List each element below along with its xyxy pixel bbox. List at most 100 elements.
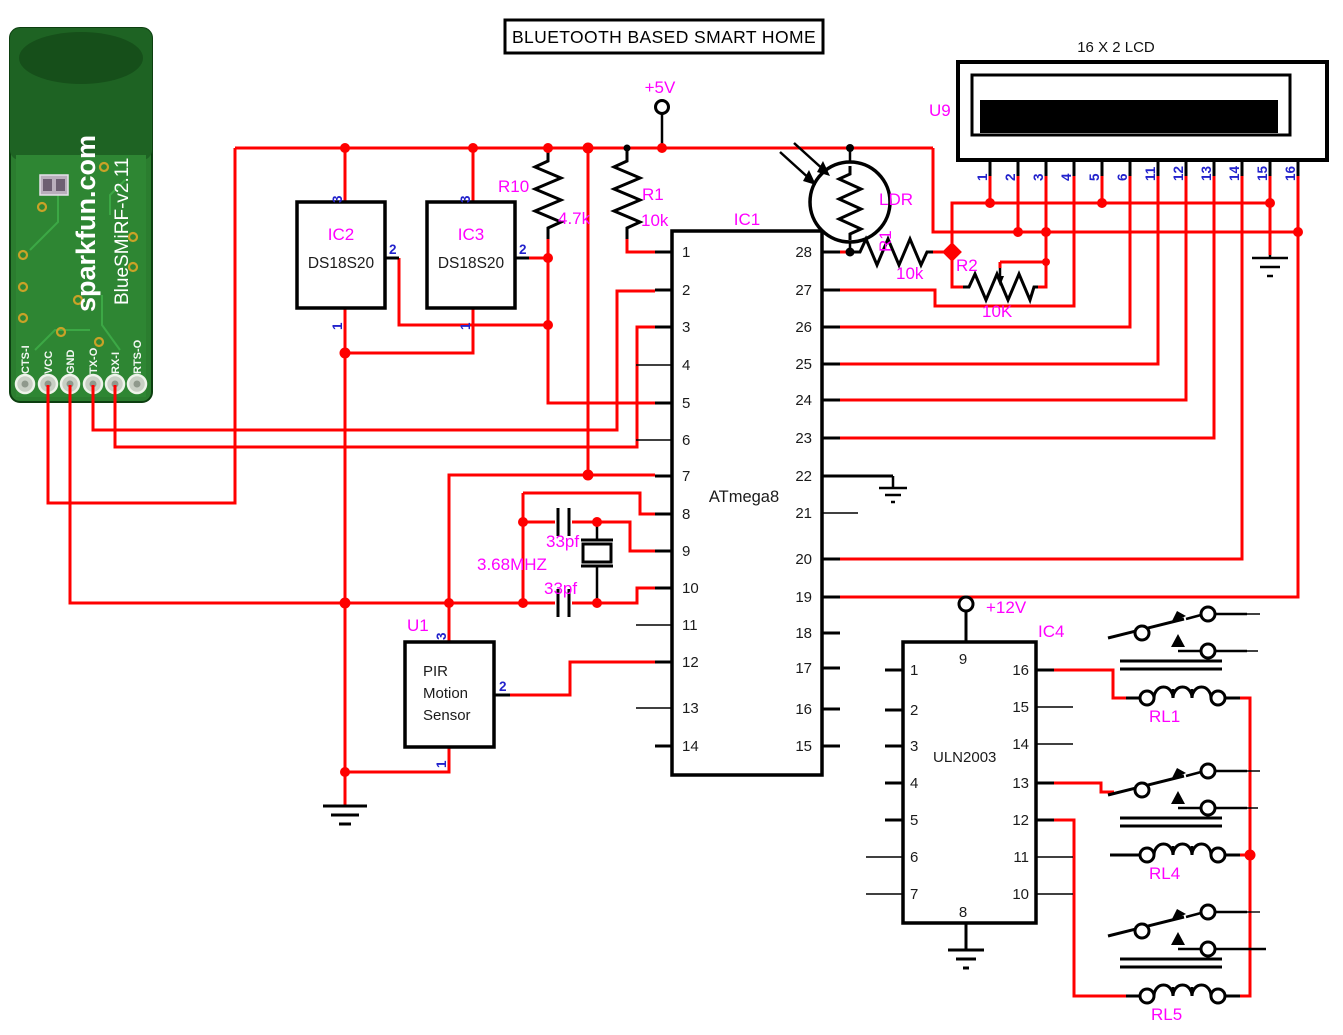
pin-label: 16 [1283,165,1298,181]
pir-pin3: 3 [434,632,449,640]
pin-label: 23 [795,430,812,447]
pin-label: 8 [682,506,690,523]
pin-label: 13 [1199,165,1214,181]
supply-12v: +12V [957,595,1027,617]
cap-top-label: 33pf [546,532,579,551]
pin-label: TX-O [88,347,100,374]
pin-label: 1 [682,244,690,261]
resistor-r1-ldr: R1 10k [853,230,933,283]
pir-label-3: Sensor [423,707,471,724]
pin-label: 10 [1012,886,1029,903]
pin-label: 12 [682,654,699,671]
ic3-pin1: 1 [458,322,473,330]
ic1-stubs-left-nc [636,364,673,709]
pir-body [403,640,496,749]
pin-label: 11 [682,617,698,634]
r1-ldr-value: 10k [896,264,924,283]
pin-label: 12 [1171,166,1186,181]
module-pin-holes [14,373,148,395]
pin-label: 6 [1115,173,1130,181]
pin-label: 9 [682,543,690,560]
pir-label-2: Motion [423,685,468,702]
page-title: BLUETOOTH BASED SMART HOME [512,27,816,47]
ic1-stubs-left [655,250,673,748]
ic2-pin3: 3 [330,195,345,203]
pin-label: RTS-O [132,339,144,374]
pin-label: 14 [682,738,699,755]
lcd-title: 16 X 2 LCD [1077,39,1155,56]
module-brand-label: sparkfun.com [71,135,101,312]
ic1-body [670,229,824,777]
bluetooth-module: sparkfun.com BlueSMiRF-v2.11 CTS-I VCC GND… [9,27,153,403]
pin-label: 2 [1003,173,1018,181]
pin-label: 7 [682,468,690,485]
resistor-r10: R10 4.7k [498,150,591,239]
ground-lcd [1252,255,1288,278]
cap-bottom-label: 33pf [544,579,577,598]
ground-uln [948,948,984,970]
wire-uln-relays [1054,668,1252,998]
r10-value: 4.7k [558,209,591,228]
pin-label: 18 [795,625,812,642]
ldr-body [808,160,892,244]
ic4-ref: IC4 [1038,622,1064,641]
pin-label: RX-I [110,352,122,374]
ic2-pin1: 1 [330,322,345,330]
pin-label: 5 [910,812,918,829]
junction-dots [339,142,1303,861]
cap-bottom-icon [556,589,571,617]
wire-pir [345,660,655,774]
pin-label: 20 [795,551,812,568]
ic4-pin8: 8 [959,904,967,921]
lcd-ref: U9 [929,101,951,120]
pin-label: 16 [795,701,812,718]
pin-label: 16 [1012,662,1029,679]
r1-ldr-ref: R1 [876,230,895,252]
module-model-label: BlueSMiRF-v2.11 [112,158,133,305]
rl1-label: RL1 [1149,707,1180,726]
pin-label: 3 [1031,173,1046,181]
pin-label: VCC [43,351,55,374]
module-pin-labels: CTS-I VCC GND TX-O RX-I RTS-O [20,339,144,374]
ic3-pin3: 3 [458,195,473,203]
pcb-antenna-shadow [19,32,143,84]
ic3-ref: IC3 [458,225,484,244]
light-arrows-icon [779,142,830,185]
pin-label: 4 [910,775,918,792]
supply-5v-terminal [654,99,670,115]
resistor-r1-pullup: R1 10k [610,150,669,239]
supply-5v-label: +5V [645,78,676,97]
pin-label: GND [65,350,77,375]
pin-label: 3 [682,319,690,336]
pin-label: 25 [795,356,812,373]
pin-label: 1 [910,662,918,679]
crystal-freq-label: 3.68MHZ [477,555,547,574]
pir-pin1: 1 [434,760,449,768]
supply-12v-terminal [957,595,975,613]
ic3-body [425,200,517,310]
pin-label: 14 [1227,165,1242,181]
potentiometer-r2: R2 10K [956,256,1038,321]
ground-pin22 [879,476,907,504]
ic4-stubs [885,611,1054,950]
crystal-icon [581,542,613,564]
supply-5v: +5V [645,78,676,148]
rl4-label: RL4 [1149,864,1180,883]
pin-label: 24 [795,392,812,409]
ground-pir [323,804,367,826]
pin-label: 22 [795,468,812,485]
pcb-inner [16,155,146,397]
pin-label: 17 [795,660,812,677]
pir-label-1: PIR [423,663,448,680]
pin-label: 1 [975,173,990,181]
pin-label: 6 [682,432,690,449]
ic2-ref: IC2 [328,225,354,244]
pcb-vias [17,161,139,348]
pin-label: CTS-I [20,345,32,374]
pin-label: 13 [1012,775,1029,792]
r2-ref: R2 [956,256,978,275]
ic1-ref: IC1 [734,210,760,229]
